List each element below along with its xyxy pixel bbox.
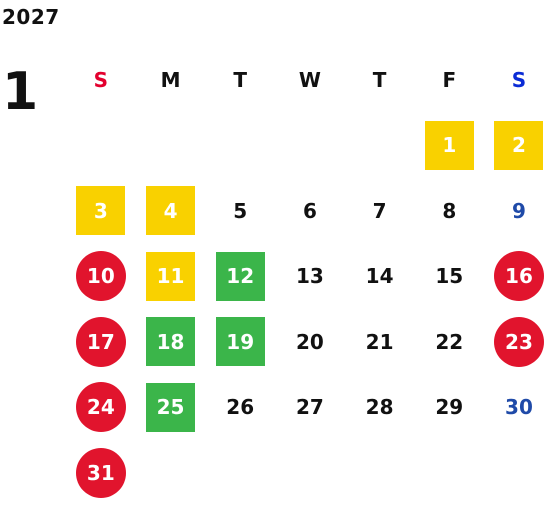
empty-day-cell (345, 113, 415, 179)
day-cell: 16 (484, 244, 548, 310)
day-number[interactable]: 26 (226, 395, 255, 420)
day-cell: 19 (205, 309, 275, 375)
empty-day-cell (484, 440, 548, 506)
day-number[interactable]: 31 (75, 447, 126, 498)
day-number[interactable]: 2 (494, 120, 544, 170)
day-number[interactable]: 14 (365, 264, 394, 289)
empty-day-cell (275, 113, 345, 179)
calendar-week-row: 10 11 12 13 14 15 16 (66, 244, 548, 310)
day-number[interactable]: 13 (295, 264, 324, 289)
day-number[interactable]: 19 (215, 317, 265, 367)
day-cell: 27 (275, 375, 345, 441)
day-cell: 21 (345, 309, 415, 375)
day-cell: 24 (66, 375, 136, 441)
day-number[interactable]: 8 (442, 198, 457, 223)
day-number[interactable]: 1 (424, 120, 474, 170)
day-cell: 2 (484, 113, 548, 179)
day-number[interactable]: 11 (146, 251, 196, 301)
weekday-monday: M (160, 67, 181, 92)
day-cell: 20 (275, 309, 345, 375)
day-cell: 7 (345, 178, 415, 244)
day-cell: 5 (205, 178, 275, 244)
day-cell: 26 (205, 375, 275, 441)
weekday-wednesday: W (298, 67, 321, 92)
weekday-friday: F (442, 67, 457, 92)
day-cell: 22 (414, 309, 484, 375)
day-number[interactable]: 7 (372, 198, 387, 223)
empty-day-cell (345, 440, 415, 506)
day-cell: 12 (205, 244, 275, 310)
day-cell: 30 (484, 375, 548, 441)
day-number[interactable]: 17 (75, 316, 126, 367)
day-number[interactable]: 10 (75, 251, 126, 302)
calendar-week-row: 24 25 26 27 28 29 30 (66, 375, 548, 441)
day-cell: 9 (484, 178, 548, 244)
day-number[interactable]: 3 (76, 186, 126, 236)
calendar-week-row: 31 (66, 440, 548, 506)
empty-day-cell (414, 440, 484, 506)
day-cell: 31 (66, 440, 136, 506)
day-number[interactable]: 22 (435, 329, 464, 354)
day-number[interactable]: 5 (233, 198, 248, 223)
day-cell: 10 (66, 244, 136, 310)
day-number[interactable]: 30 (505, 395, 533, 420)
day-cell: 15 (414, 244, 484, 310)
calendar-week-row: 17 18 19 20 21 22 23 (66, 309, 548, 375)
day-number[interactable]: 24 (75, 382, 126, 433)
day-cell: 4 (136, 178, 206, 244)
weekday-tuesday: T (233, 67, 248, 92)
day-cell: 8 (414, 178, 484, 244)
day-number[interactable]: 20 (295, 329, 324, 354)
day-cell: 25 (136, 375, 206, 441)
empty-day-cell (205, 440, 275, 506)
empty-day-cell (136, 113, 206, 179)
day-number[interactable]: 4 (146, 186, 196, 236)
day-number[interactable]: 21 (365, 329, 394, 354)
weekday-sunday: S (93, 67, 109, 92)
day-cell: 23 (484, 309, 548, 375)
empty-day-cell (205, 113, 275, 179)
day-number[interactable]: 23 (493, 316, 544, 367)
day-cell: 13 (275, 244, 345, 310)
day-number[interactable]: 18 (146, 317, 196, 367)
day-cell: 14 (345, 244, 415, 310)
day-cell: 29 (414, 375, 484, 441)
empty-day-cell (66, 113, 136, 179)
day-number[interactable]: 16 (493, 251, 544, 302)
empty-day-cell (136, 440, 206, 506)
calendar-month: 1 (2, 62, 39, 122)
calendar-year: 2027 (2, 5, 60, 29)
empty-day-cell (275, 440, 345, 506)
day-cell: 17 (66, 309, 136, 375)
weekday-saturday: S (511, 67, 527, 92)
day-number[interactable]: 27 (295, 395, 324, 420)
day-cell: 18 (136, 309, 206, 375)
day-number[interactable]: 15 (435, 264, 464, 289)
day-cell: 3 (66, 178, 136, 244)
day-number[interactable]: 25 (146, 382, 196, 432)
day-cell: 28 (345, 375, 415, 441)
day-cell: 6 (275, 178, 345, 244)
day-number[interactable]: 28 (365, 395, 394, 420)
day-number[interactable]: 12 (215, 251, 265, 301)
weekday-thursday: T (372, 67, 387, 92)
day-number[interactable]: 9 (512, 198, 526, 223)
weekday-header-row: S M T W T F S (66, 47, 548, 113)
day-number[interactable]: 6 (302, 198, 317, 223)
day-cell: 1 (414, 113, 484, 179)
day-number[interactable]: 29 (435, 395, 464, 420)
day-cell: 11 (136, 244, 206, 310)
